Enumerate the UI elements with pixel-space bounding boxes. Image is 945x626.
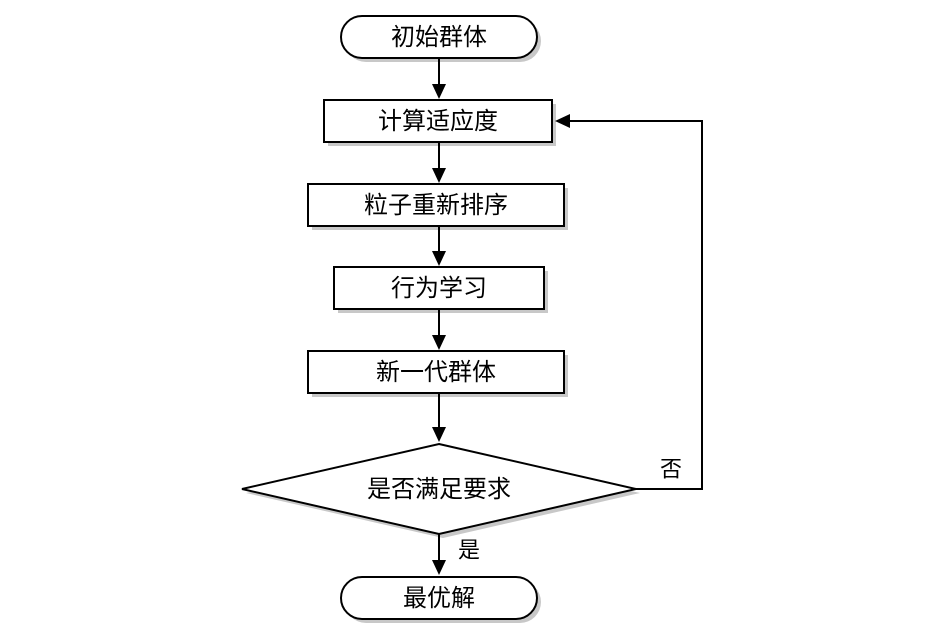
fitness-node-label: 计算适应度 — [378, 107, 498, 135]
feedback-loop-arrow: 否 — [555, 114, 703, 490]
new-gen-node: 新一代群体 — [307, 350, 568, 397]
yes-edge-label: 是 — [458, 539, 480, 564]
new-gen-node-label: 新一代群体 — [376, 358, 496, 386]
sort-node: 粒子重新排序 — [307, 183, 568, 230]
no-edge-label: 否 — [660, 458, 682, 483]
start-node-label: 初始群体 — [391, 23, 487, 51]
learn-node-label: 行为学习 — [391, 274, 487, 302]
arrow-new-gen-to-decision — [432, 393, 446, 442]
decision-node-label: 是否满足要求 — [367, 475, 511, 503]
start-node: 初始群体 — [340, 15, 541, 62]
end-node: 最优解 — [340, 576, 541, 623]
arrow-fitness-to-sort — [432, 142, 446, 183]
learn-node: 行为学习 — [333, 266, 548, 313]
arrow-start-to-fitness — [432, 58, 446, 99]
arrow-decision-to-end: 是 — [432, 534, 480, 575]
arrow-sort-to-learn — [432, 226, 446, 266]
fitness-node: 计算适应度 — [323, 99, 556, 146]
arrow-learn-to-new-gen — [432, 309, 446, 350]
decision-node: 是否满足要求 — [241, 442, 640, 538]
sort-node-label: 粒子重新排序 — [364, 191, 508, 219]
end-node-label: 最优解 — [403, 584, 475, 612]
